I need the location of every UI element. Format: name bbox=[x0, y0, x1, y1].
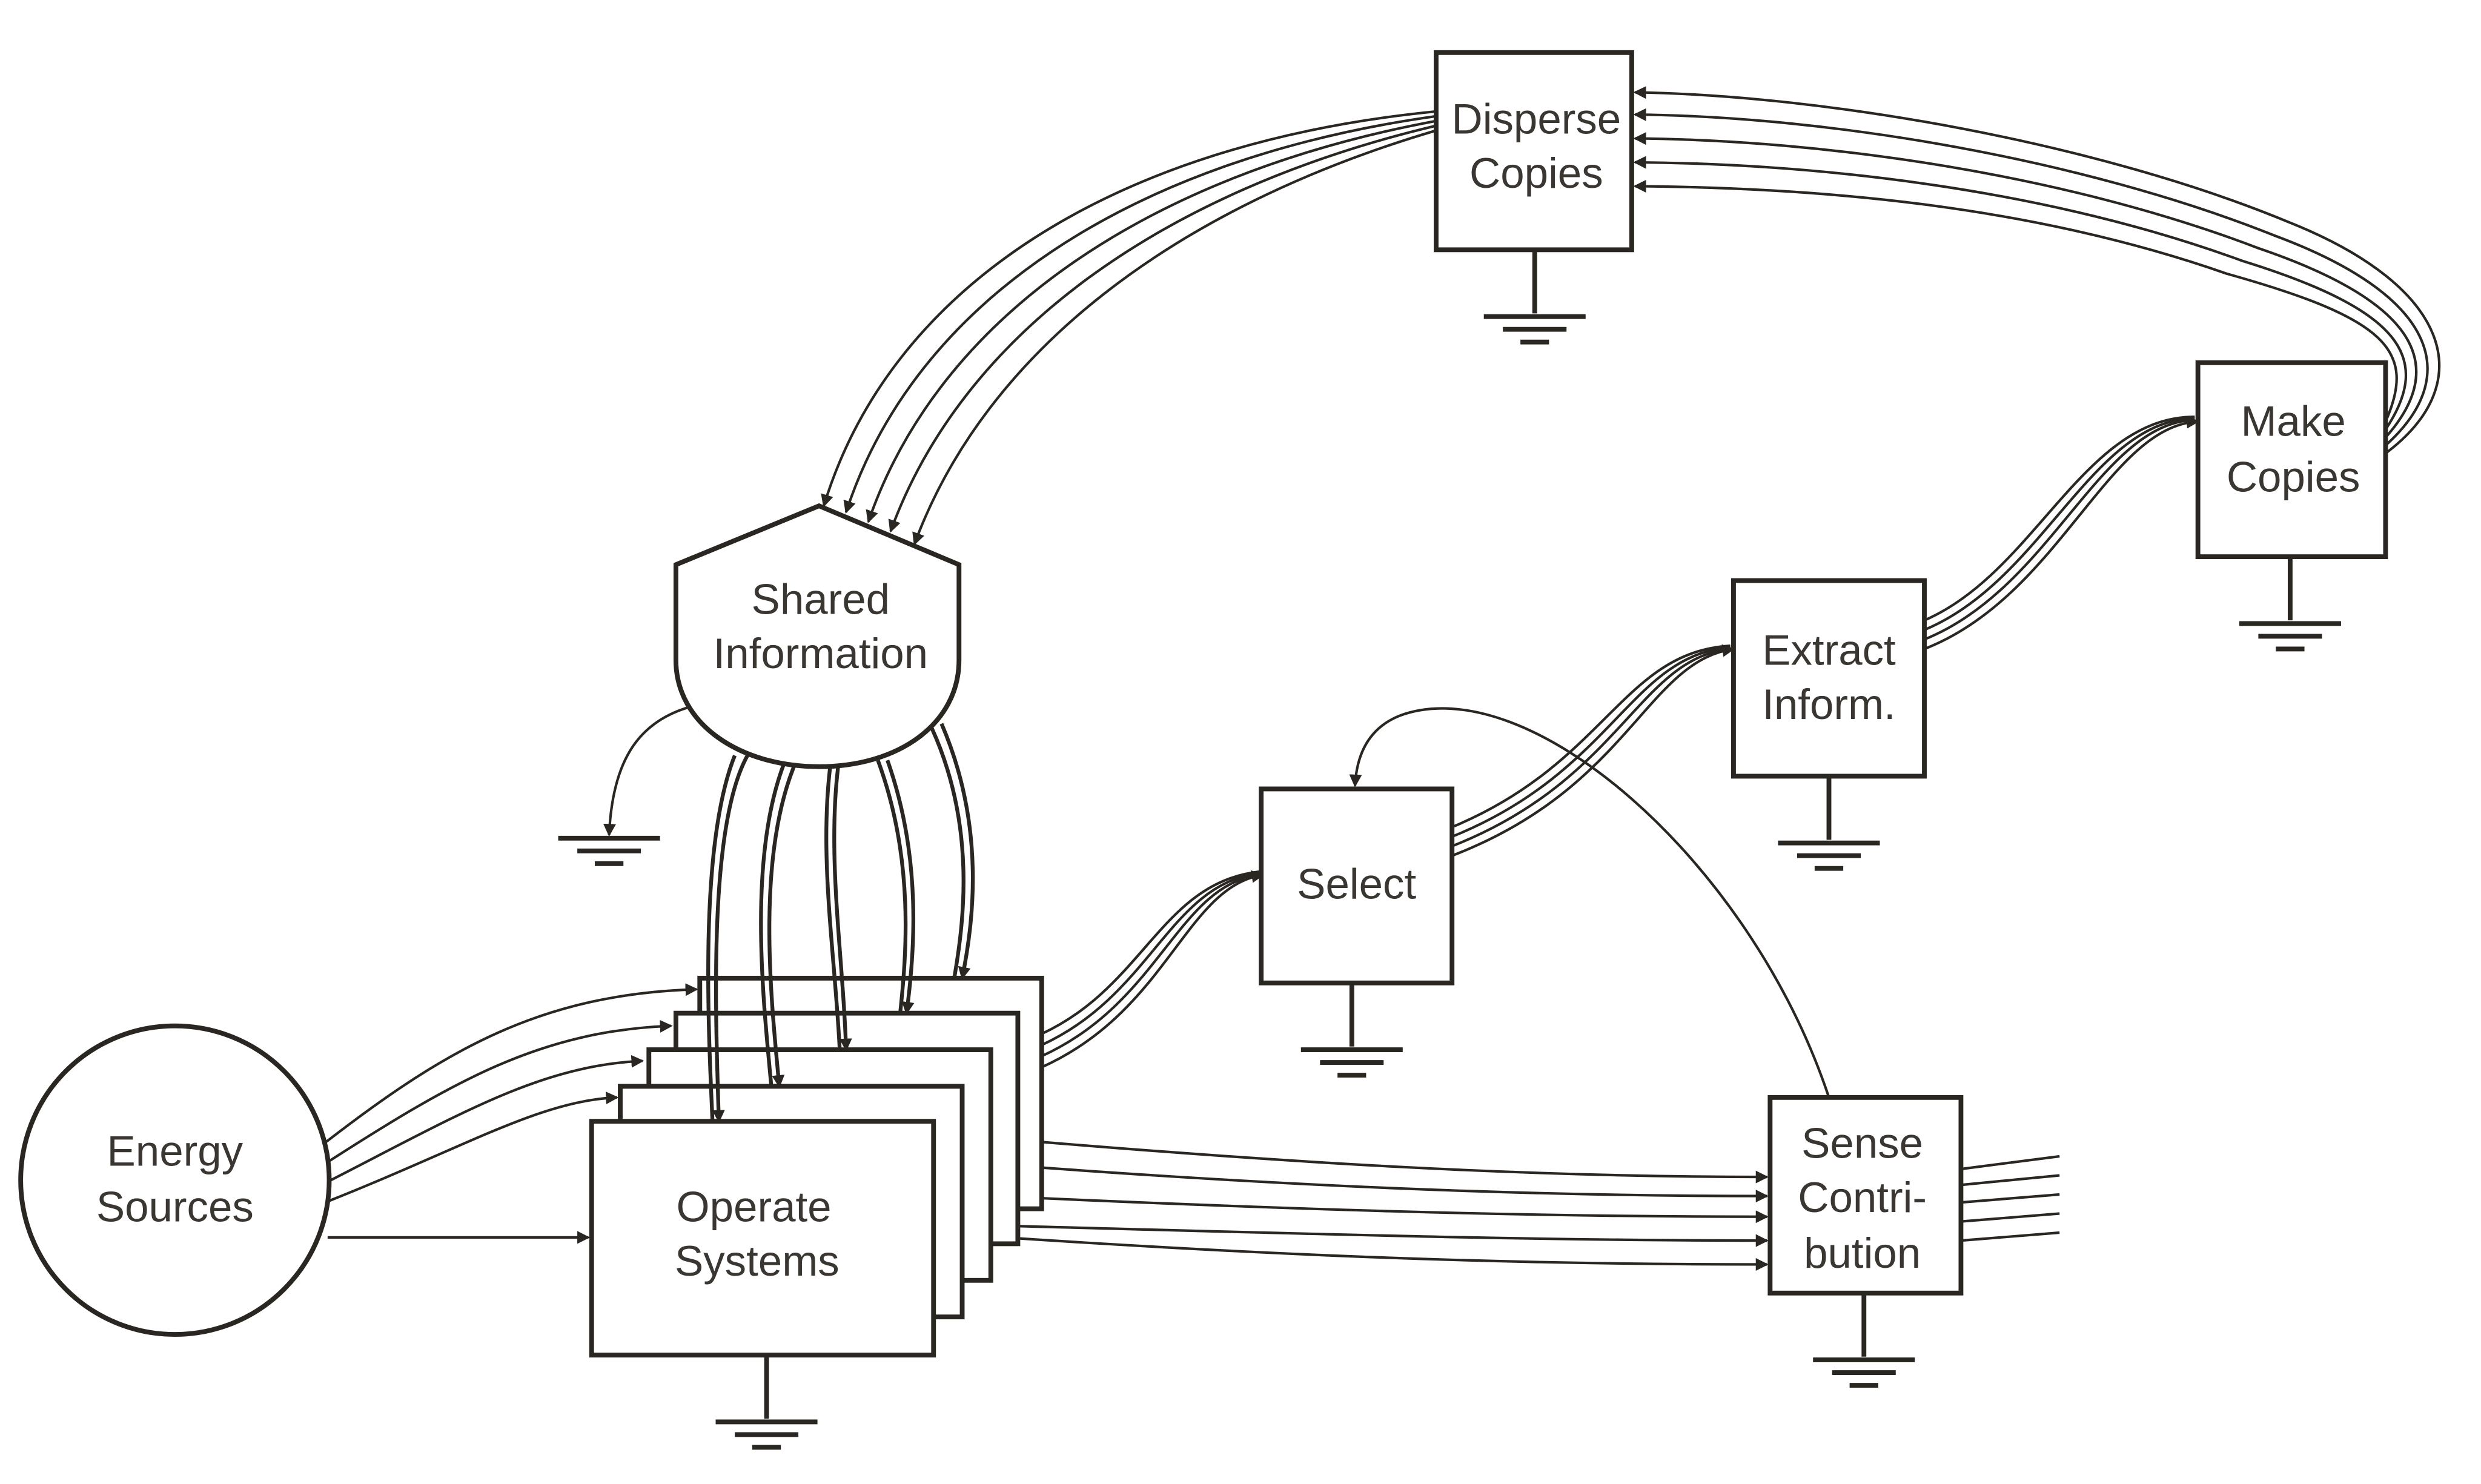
extract-inform-label-2: Inform. bbox=[1762, 681, 1896, 729]
flow-extract-to-make bbox=[1924, 415, 2200, 651]
extract-inform-node: Extract Inform. bbox=[1731, 578, 1927, 868]
flow-shared-to-operate bbox=[706, 723, 975, 1123]
shared-information-label-1: Shared bbox=[752, 576, 890, 624]
flow-operate-to-select bbox=[1041, 870, 1265, 1068]
disperse-copies-label-1: Disperse bbox=[1452, 96, 1621, 144]
flow-energy-to-operate bbox=[325, 983, 698, 1244]
sense-contribution-label-3: bution bbox=[1804, 1230, 1921, 1277]
select-node: Select bbox=[1259, 786, 1455, 1075]
shared-information-node: Shared Information bbox=[558, 503, 962, 866]
flow-disperse-to-shared bbox=[821, 110, 1437, 546]
flow-operate-to-sense bbox=[933, 1141, 1769, 1271]
flow-select-to-extract bbox=[1451, 644, 1735, 857]
operate-systems-label-1: Operate bbox=[677, 1184, 832, 1231]
energy-sources-label-1: Energy bbox=[107, 1128, 243, 1176]
operate-systems-node: Operate Systems bbox=[589, 975, 1044, 1448]
flow-sense-outputs bbox=[1961, 1154, 2060, 1242]
flow-sense-to-select bbox=[1349, 707, 1830, 1098]
sense-contribution-label-1: Sense bbox=[1801, 1120, 1923, 1168]
disperse-copies-node: Disperse Copies bbox=[1434, 50, 1634, 342]
disperse-copies-label-2: Copies bbox=[1469, 150, 1603, 197]
operate-systems-label-2: Systems bbox=[675, 1237, 840, 1285]
make-copies-label-2: Copies bbox=[2227, 453, 2360, 501]
flow-make-to-disperse bbox=[1633, 86, 2441, 455]
shared-information-label-2: Information bbox=[714, 630, 929, 678]
make-copies-node: Make Copies bbox=[2195, 360, 2388, 649]
sense-contribution-label-2: Contri- bbox=[1798, 1174, 1927, 1222]
energy-sources-node: Energy Sources bbox=[18, 1023, 332, 1337]
make-copies-label-1: Make bbox=[2241, 398, 2346, 446]
select-label: Select bbox=[1297, 861, 1416, 909]
energy-sources-label-2: Sources bbox=[96, 1184, 254, 1231]
sense-contribution-node: Sense Contri- bution bbox=[1767, 1095, 1964, 1385]
extract-inform-label-1: Extract bbox=[1762, 627, 1896, 675]
